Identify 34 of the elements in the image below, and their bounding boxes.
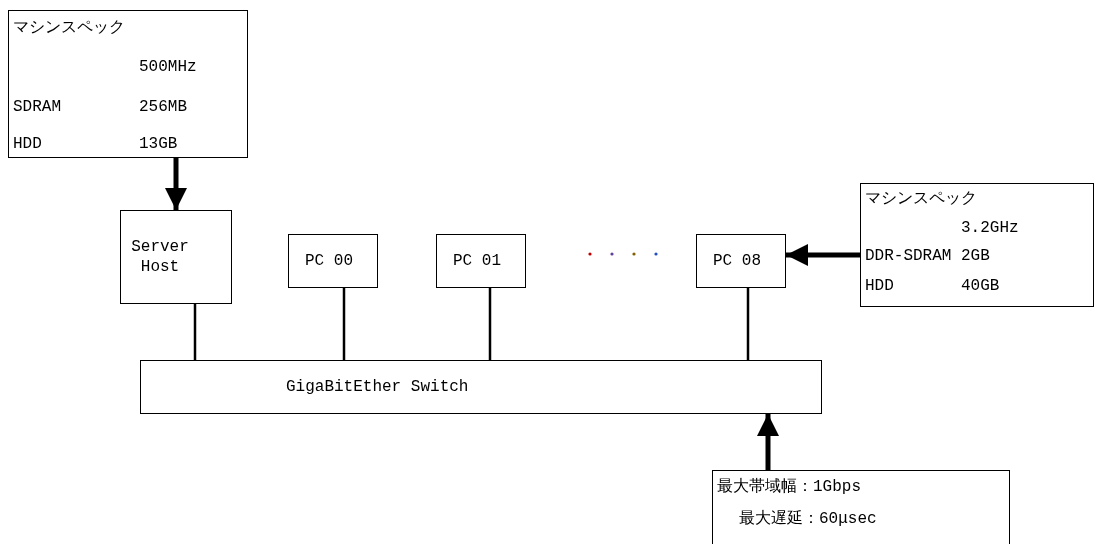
network-spec-box <box>712 470 1010 544</box>
arrow <box>165 158 187 210</box>
pc-box <box>288 234 378 288</box>
spec-value: 40GB <box>961 276 1000 296</box>
spec-heading: マシンスペック <box>13 18 125 38</box>
spec-table-box <box>860 183 1094 307</box>
spec-heading: マシンスペック <box>865 189 977 209</box>
spec-item: DDR-SDRAM <box>865 246 952 266</box>
spec-value: 2GB <box>961 246 990 266</box>
spec-item: SDRAM <box>13 97 61 117</box>
server-box <box>120 210 232 304</box>
connector-line <box>342 288 346 360</box>
connector-line <box>746 288 750 360</box>
connector-line <box>488 288 492 360</box>
server-label: Server Host <box>130 237 190 277</box>
spec-value: 500MHz <box>139 57 197 77</box>
pc-label: PC 01 <box>453 251 501 271</box>
switch-box <box>140 360 822 414</box>
spec-value: 256MB <box>139 97 187 117</box>
spec-table-box <box>8 10 248 158</box>
pc-label: PC 08 <box>713 251 761 271</box>
spec-value: 13GB <box>139 134 178 154</box>
pc-box <box>436 234 526 288</box>
spec-item: HDD <box>865 276 894 296</box>
arrow <box>757 414 779 470</box>
connector-line <box>193 304 197 360</box>
pc-label: PC 00 <box>305 251 353 271</box>
switch-label: GigaBitEther Switch <box>286 377 469 397</box>
spec-value: 3.2GHz <box>961 218 1019 238</box>
pc-box <box>696 234 786 288</box>
latency-text: 最大遅延：60μsec <box>739 509 877 529</box>
arrow <box>786 244 860 266</box>
bandwidth-text: 最大帯域幅：1Gbps <box>717 477 861 497</box>
spec-item: HDD <box>13 134 42 154</box>
